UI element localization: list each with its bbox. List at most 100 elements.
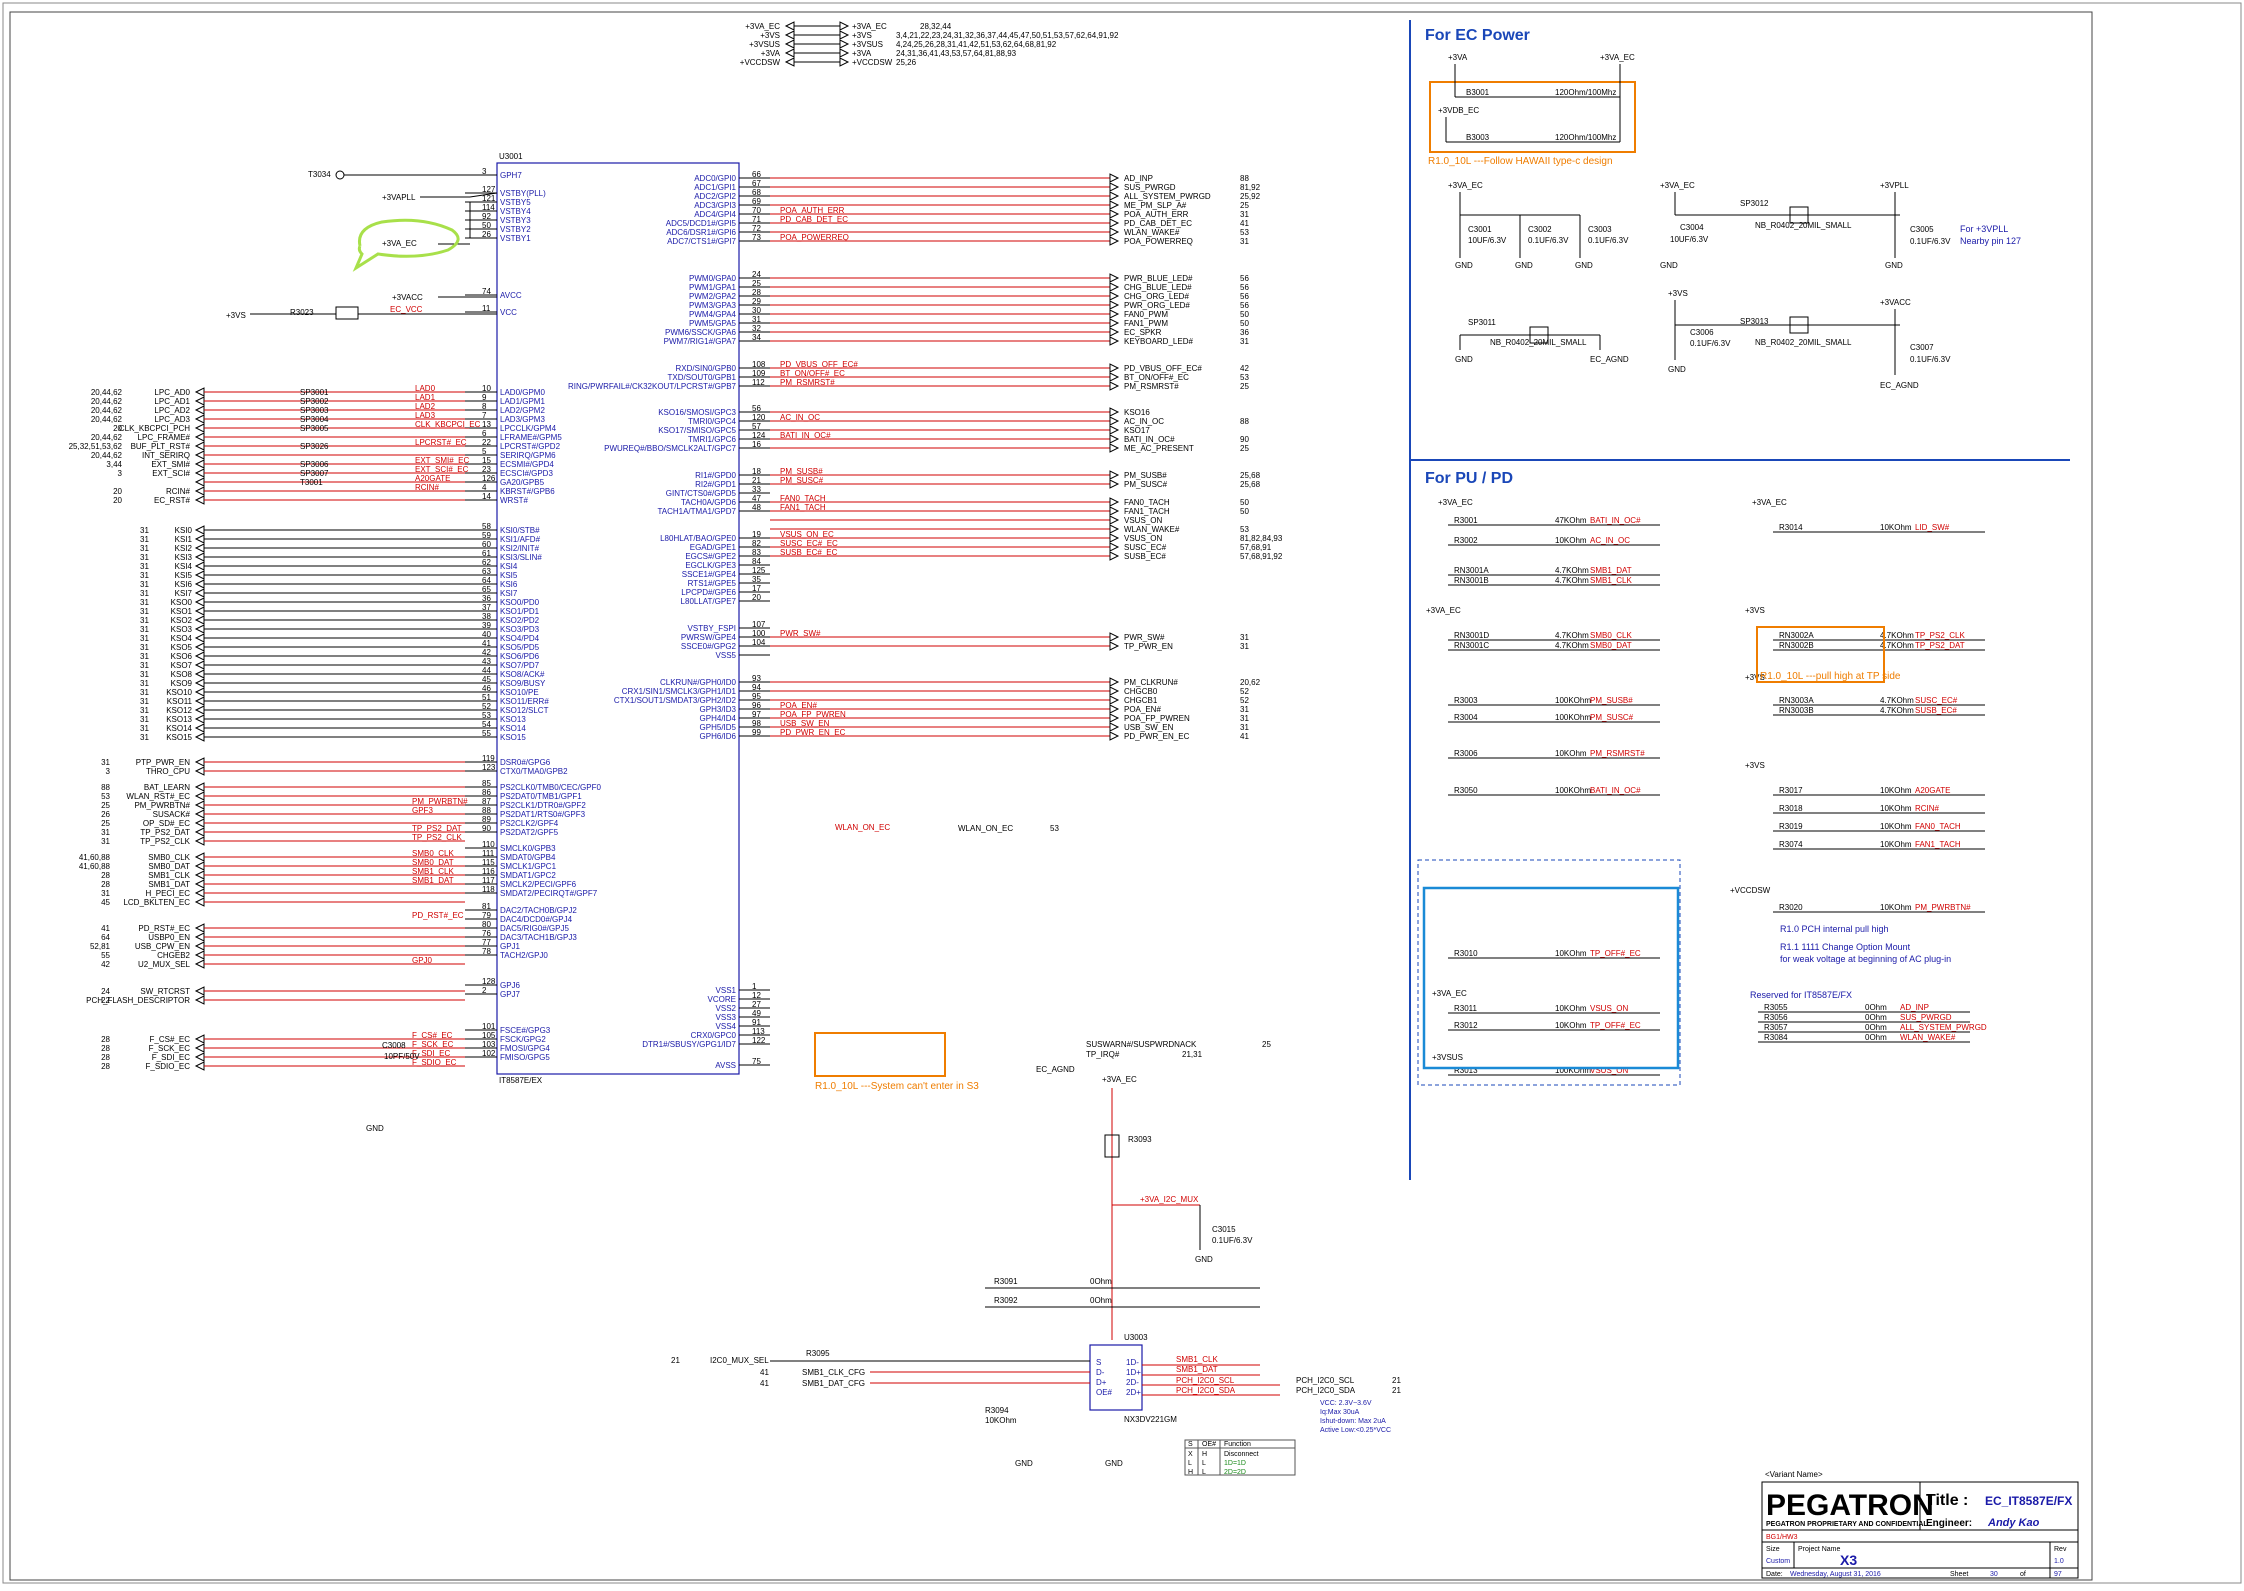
pin-name-left: SMDAT0/GPB4	[500, 853, 556, 862]
pin-name-left: KSO11/ERR#	[500, 697, 549, 706]
svg-text:B3001: B3001	[1466, 88, 1490, 97]
note-tp-side: R1.0_10L ---pull high at TP side	[1760, 671, 1901, 682]
truth-cell: L	[1188, 1460, 1192, 1467]
smb-num-2: 41	[760, 1379, 769, 1388]
pin-num-left: 54	[482, 720, 491, 729]
pu-ref: R3050	[1454, 786, 1478, 795]
ks-page-ref: 31	[140, 616, 149, 625]
svg-text:D+: D+	[1096, 1378, 1107, 1387]
pin-num-left: 88	[482, 806, 491, 815]
s3-box	[814, 1032, 946, 1077]
ks-page-ref: 31	[140, 535, 149, 544]
svg-text:+3VPLL: +3VPLL	[1880, 181, 1909, 190]
pin-num-right: 20	[752, 593, 761, 602]
pin-name-left: LAD3/GPM3	[500, 415, 545, 424]
pin-name-left: KSO12/SLCT	[500, 706, 549, 715]
pin-num-right: 12	[752, 991, 761, 1000]
ks-label: KSO15	[166, 733, 192, 742]
svg-text:EC_VCC: EC_VCC	[390, 305, 423, 314]
pin-name-right: ADC7/CTS1#/GPI7	[667, 237, 736, 246]
pu-ref: R3001	[1454, 516, 1478, 525]
rail-right: +3VS	[852, 31, 872, 40]
misc-label: PD_RST#_EC	[138, 924, 190, 933]
ks-label: KSO8	[171, 670, 193, 679]
misc-label: TP_PS2_DAT	[140, 828, 190, 837]
pin-name-right: RI2#/GPD1	[695, 480, 736, 489]
size-value: Custom	[1766, 1558, 1790, 1565]
svg-text:C3004: C3004	[1680, 223, 1704, 232]
ks-label: KSI4	[175, 562, 193, 571]
right-mid-net: PM_RSMRST#	[780, 378, 835, 387]
pu-val: 10KOhm	[1555, 1004, 1587, 1013]
svg-text:1D+: 1D+	[1126, 1368, 1141, 1377]
pin-name-left: DAC4/DCD0#/GPJ4	[500, 915, 573, 924]
pin-num-left: 15	[482, 456, 491, 465]
pu-net: AC_IN_OC	[1590, 536, 1630, 545]
pin-num-left: 102	[482, 1049, 496, 1058]
rail-right: +3VA	[852, 49, 872, 58]
pu-val: 10KOhm	[1880, 822, 1912, 831]
pin-num-left: 50	[482, 221, 491, 230]
right-mid-net: PM_SUSB#	[780, 467, 823, 476]
svg-text:GND: GND	[1455, 355, 1473, 364]
pu-val: 10KOhm	[1880, 786, 1912, 795]
misc-label: F_SDIO_EC	[146, 1062, 191, 1071]
pin-num-right: 70	[752, 206, 761, 215]
right-net-label: FAN0_TACH	[1124, 498, 1170, 507]
truth-head: OE#	[1202, 1441, 1216, 1448]
pu-net: BATI_IN_OC#	[1590, 786, 1641, 795]
pu-ref: RN3002B	[1779, 641, 1814, 650]
misc-label: TP_PS2_CLK	[140, 837, 190, 846]
ks-page-ref: 31	[140, 544, 149, 553]
pu-val: 47KOhm	[1555, 516, 1587, 525]
svg-text:R3091: R3091	[994, 1277, 1018, 1286]
net-name: LAD3	[415, 411, 436, 420]
svg-text:EC_AGND: EC_AGND	[1880, 381, 1919, 390]
right-net-label: SUSB_EC#	[1124, 552, 1166, 561]
pin-name-right: RTS1#/GPE5	[688, 579, 737, 588]
pin-num-left: 23	[482, 465, 491, 474]
pu-net: SUS_PWRGD	[1900, 1013, 1952, 1022]
net-name: A20GATE	[415, 474, 450, 483]
pin-num-left: 26	[482, 230, 491, 239]
mux-rail: +3VA_EC	[1102, 1075, 1137, 1084]
pu-val: 10KOhm	[1555, 536, 1587, 545]
misc-net-name: TP_PS2_DAT	[412, 824, 462, 833]
misc-label: F_SCK_EC	[149, 1044, 191, 1053]
mux-part: NX3DV221GM	[1124, 1415, 1177, 1424]
pin-name-right: GPH6/ID6	[700, 732, 737, 741]
right-page-ref: 31	[1240, 633, 1249, 642]
misc-page-ref: 31	[101, 828, 110, 837]
svg-text:EC_AGND: EC_AGND	[1590, 355, 1629, 364]
pin-num-left: 60	[482, 540, 491, 549]
net-label: INT_SERIRQ	[142, 451, 190, 460]
pu-ref: R3019	[1779, 822, 1803, 831]
misc-label: F_SDI_EC	[152, 1053, 190, 1062]
right-page-ref: 53	[1240, 525, 1249, 534]
right-page-ref: 41	[1240, 219, 1249, 228]
pin-num-right: 27	[752, 1000, 761, 1009]
svg-text:120Ohm/100Mhz: 120Ohm/100Mhz	[1555, 133, 1616, 142]
misc-page-ref: 25	[101, 819, 110, 828]
ec-ic-part: IT8587E/EX	[499, 1076, 543, 1085]
pin-name-left: SMDAT1/GPC2	[500, 871, 556, 880]
company-logo: PEGATRON	[1766, 1489, 1934, 1522]
pu-ref: R3003	[1454, 696, 1478, 705]
ks-label: KSI5	[175, 571, 193, 580]
svg-text:GND: GND	[1575, 261, 1593, 270]
pin-num-right: 75	[752, 1057, 761, 1066]
pin-num-right: 30	[752, 306, 761, 315]
right-net-label: PM_RSMRST#	[1124, 382, 1179, 391]
pu-val: 10KOhm	[1880, 903, 1912, 912]
pu-rail: +3VA_EC	[1752, 498, 1787, 507]
misc-label: CHGEB2	[157, 951, 190, 960]
pu-val: 0Ohm	[1865, 1013, 1887, 1022]
of-value: 97	[2054, 1571, 2062, 1578]
hawaii-box	[1429, 81, 1636, 153]
right-net-label: EC_SPKR	[1124, 328, 1162, 337]
svg-text:GND: GND	[1668, 365, 1686, 374]
right-page-ref: 56	[1240, 283, 1249, 292]
svg-text:C3001: C3001	[1468, 225, 1492, 234]
pin-name-left: KSO6/PD6	[500, 652, 540, 661]
